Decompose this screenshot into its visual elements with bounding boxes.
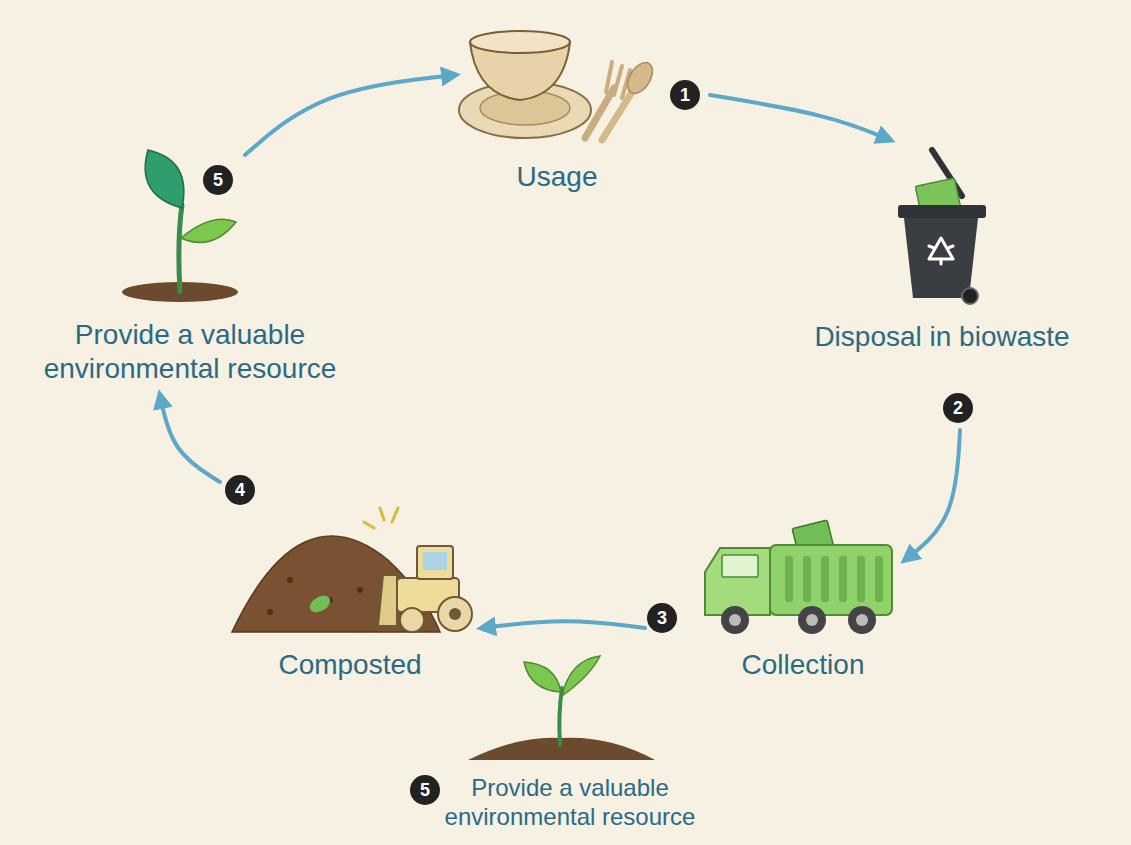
stage-node: Provide a valuable environmental resourc… bbox=[15, 155, 371, 395]
callout-number: 5 bbox=[203, 165, 233, 195]
plant-icon bbox=[468, 656, 655, 760]
stage-label: Collection bbox=[742, 648, 865, 682]
stage-node: Composted bbox=[220, 465, 482, 690]
stage-node: Collection bbox=[645, 520, 905, 690]
stage-label: Usage bbox=[517, 160, 598, 194]
cycle-arrow bbox=[710, 95, 890, 140]
cycle-arrow bbox=[160, 395, 220, 482]
stage-node: Usage bbox=[455, 15, 710, 195]
truck-icon bbox=[705, 520, 892, 634]
callout-number: 1 bbox=[670, 80, 700, 110]
cycle-arrow bbox=[482, 621, 645, 628]
callout-number: 5 bbox=[410, 775, 440, 805]
tableware-icon bbox=[459, 31, 657, 140]
stage-label: Disposal in biowaste bbox=[814, 320, 1069, 354]
stage-label: Provide a valuable environmental resourc… bbox=[20, 318, 360, 385]
callout-number: 2 bbox=[943, 393, 973, 423]
compost-icon bbox=[232, 508, 472, 632]
callout-number: 3 bbox=[647, 603, 677, 633]
cycle-arrow bbox=[905, 430, 960, 560]
plant-icon bbox=[122, 150, 238, 302]
cycle-arrow bbox=[245, 75, 455, 155]
stage-node: Disposal in biowaste bbox=[780, 140, 1105, 430]
stage-node: Provide a valuable environmental resourc… bbox=[392, 650, 748, 840]
stage-label: Composted bbox=[278, 648, 421, 682]
stage-label: Provide a valuable environmental resourc… bbox=[400, 774, 740, 832]
callout-number: 4 bbox=[225, 475, 255, 505]
bin-icon bbox=[898, 150, 986, 304]
